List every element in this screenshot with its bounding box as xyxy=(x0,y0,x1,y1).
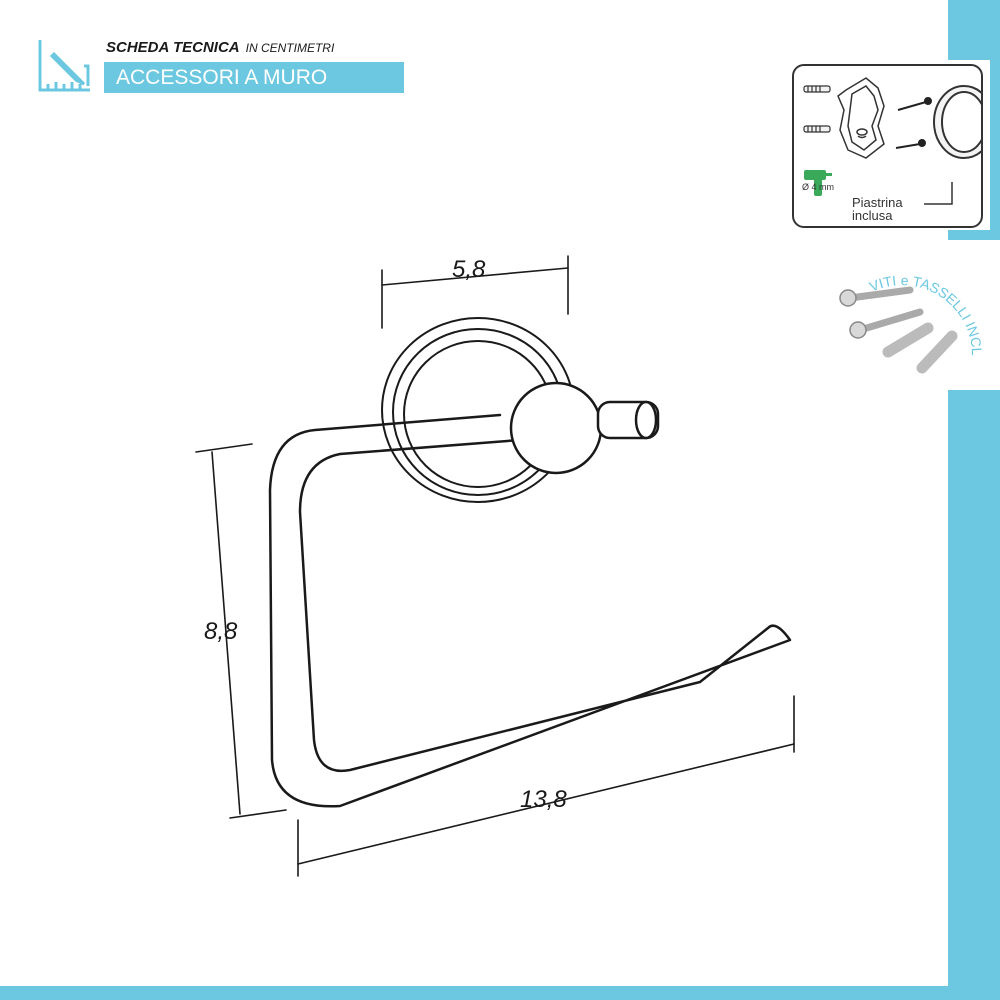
drill-size-text: Ø 4 mm xyxy=(802,182,835,192)
knob-sphere xyxy=(509,381,660,475)
units-note: IN CENTIMETRI xyxy=(245,41,335,55)
installation-illustration xyxy=(803,77,981,205)
installation-card: Ø 4 mm Piastrina inclusa xyxy=(792,64,983,228)
plate-included-label: Piastrina inclusa xyxy=(852,196,903,222)
depth-dimension: 13,8 xyxy=(520,786,567,813)
allen-key-icon xyxy=(924,182,953,205)
plate-label-line-2: inclusa xyxy=(852,208,893,223)
drill-icon xyxy=(804,170,832,196)
height-dimension: 8,8 xyxy=(204,618,238,645)
screws-anchors-icon: VITI e TASSELLI INCLUSI xyxy=(810,240,985,374)
header-title: SCHEDA TECNICA IN CENTIMETRI xyxy=(106,39,334,57)
knob-cover-icon xyxy=(933,85,981,159)
spec-title: SCHEDA TECNICA xyxy=(106,39,240,56)
ruler-pencil-icon xyxy=(38,40,90,92)
screw-icon xyxy=(895,97,932,149)
category-badge: ACCESSORI A MURO xyxy=(104,62,404,93)
accent-band-bottom xyxy=(0,986,1000,1000)
drill-size-label: Ø 4 mm xyxy=(802,182,834,192)
plate-label-line-1: Piastrina xyxy=(852,195,903,210)
screws-kit-panel: VITI e TASSELLI INCLUSI xyxy=(810,240,1000,390)
dimension-lines xyxy=(195,255,795,877)
width-dimension: 5,8 xyxy=(452,256,486,283)
installation-panel: Ø 4 mm Piastrina inclusa xyxy=(780,60,990,230)
mounting-plate-icon xyxy=(837,77,885,159)
holder-arm xyxy=(268,413,792,808)
wall-plug-icon xyxy=(803,85,831,133)
